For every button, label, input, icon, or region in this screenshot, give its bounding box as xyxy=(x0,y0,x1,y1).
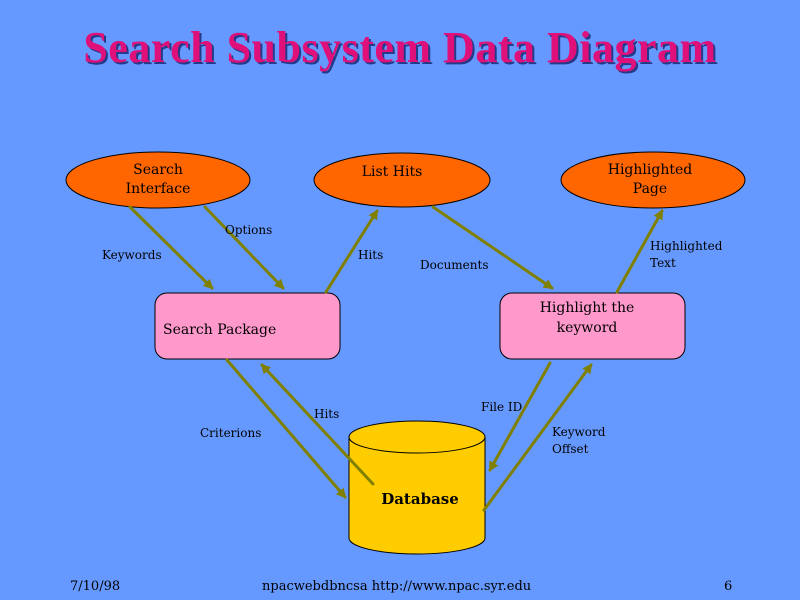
arrow-highlighted-text xyxy=(615,209,664,294)
arrow-options xyxy=(203,205,285,290)
footer-url: npacwebdbncsa http://www.npac.syr.edu xyxy=(262,579,532,594)
node-database: Database xyxy=(381,490,459,508)
node-highlight-keyword: Highlight the keyword xyxy=(539,300,635,336)
label-options: Options xyxy=(225,223,273,237)
highlight-keyword-box xyxy=(499,292,686,360)
footer-date: 7/10/98 xyxy=(70,579,121,594)
highlighted-page-ellipse xyxy=(560,151,746,209)
arrow-hits-bottom xyxy=(260,363,375,486)
footer-page-number: 6 xyxy=(724,579,733,594)
node-search-interface: Search Interface xyxy=(125,162,191,197)
database-cylinder xyxy=(348,420,486,555)
label-hits-top: Hits xyxy=(358,248,384,262)
node-search-package: Search Package xyxy=(163,322,277,338)
arrow-hits-top xyxy=(324,209,379,294)
search-interface-ellipse xyxy=(65,151,251,209)
arrow-file-id xyxy=(488,361,552,472)
arrow-keyword-offset xyxy=(482,363,593,512)
label-hits-bottom: Hits xyxy=(314,407,340,421)
arrow-criterions xyxy=(225,358,347,499)
label-highlighted-text: Highlighted Text xyxy=(650,239,723,270)
label-documents: Documents xyxy=(420,258,489,272)
node-highlighted-page: Highlighted Page xyxy=(607,162,693,197)
label-file-id: File ID xyxy=(481,400,523,414)
node-list-hits: List Hits xyxy=(361,164,423,180)
arrow-keywords xyxy=(128,205,214,290)
list-hits-ellipse xyxy=(313,152,491,208)
search-package-box xyxy=(154,292,341,360)
label-criterions: Criterions xyxy=(200,426,262,440)
label-keywords: Keywords xyxy=(102,248,162,262)
slide-title: Search Subsystem Data Diagram xyxy=(83,23,717,72)
arrow-documents xyxy=(431,205,554,290)
label-keyword-offset: Keyword Offset xyxy=(552,425,606,456)
